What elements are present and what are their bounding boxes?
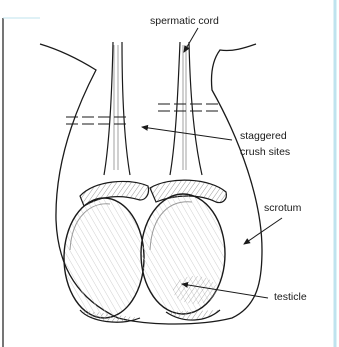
scrotum-arrow <box>244 218 282 244</box>
left-spermatic-cord <box>104 42 130 175</box>
label-crush-sites-line1: staggered <box>240 130 287 142</box>
label-spermatic-cord: spermatic cord <box>150 15 219 27</box>
left-testicle <box>64 198 144 318</box>
right-crush-site-marks <box>158 104 218 111</box>
left-cord-shading <box>114 45 118 170</box>
label-scrotum: scrotum <box>264 202 302 214</box>
crush-sites-arrow <box>142 127 232 140</box>
right-testicle-shadow <box>173 276 217 304</box>
right-cord-shading <box>183 45 186 170</box>
spermatic-cord-arrow <box>184 28 198 52</box>
label-crush-sites-line2: crush sites <box>240 146 290 158</box>
label-testicle: testicle <box>274 291 307 303</box>
